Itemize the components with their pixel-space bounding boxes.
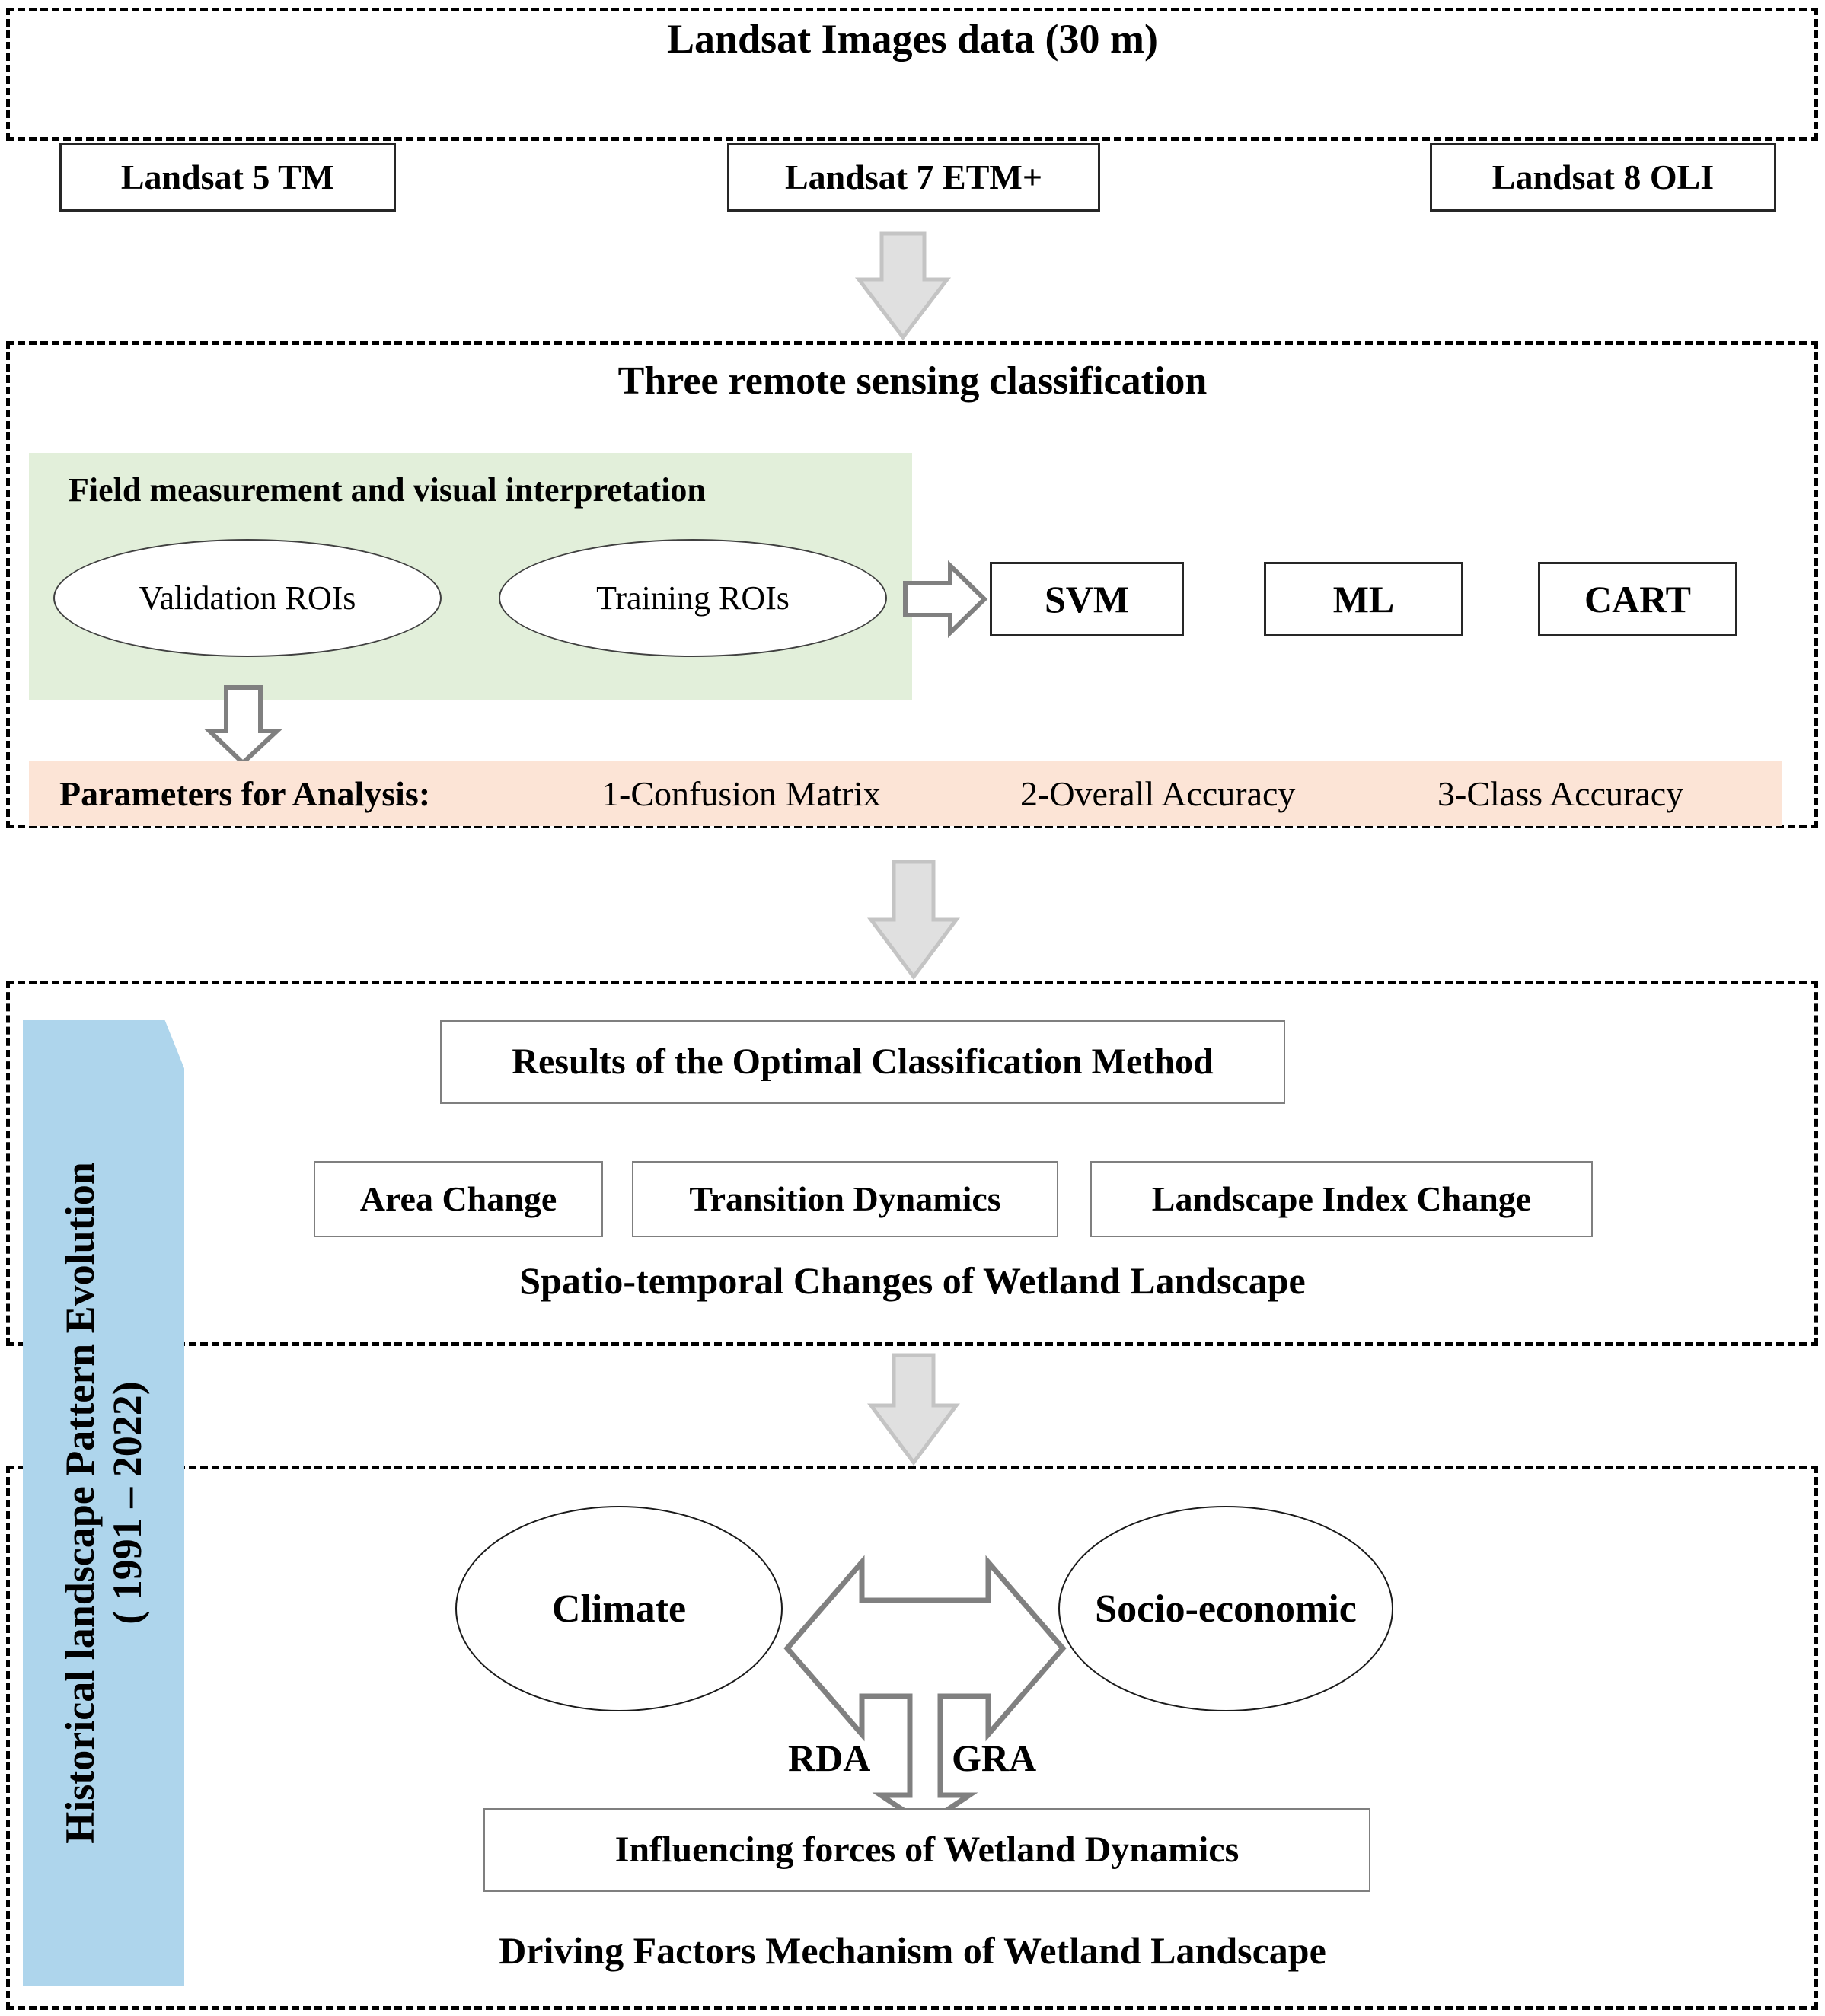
parameters-panel [29, 761, 1782, 826]
classifier-box-ml[interactable]: ML [1264, 562, 1463, 636]
flow-arrow-2 [867, 860, 960, 981]
outcome-label: Influencing forces of Wetland Dynamics [614, 1829, 1240, 1870]
classifier-box-cart[interactable]: CART [1538, 562, 1737, 636]
side-banner-line2: ( 1991 – 2022) [104, 1381, 150, 1625]
classifier-box-svm[interactable]: SVM [990, 562, 1184, 636]
field-measurement-title: Field measurement and visual interpretat… [69, 471, 706, 509]
analysis-box-area-change[interactable]: Area Change [314, 1161, 603, 1237]
parameters-label: Parameters for Analysis: [59, 774, 431, 813]
side-banner-line1: Historical landscape Pattern Evolution [57, 1162, 103, 1844]
results-box[interactable]: Results of the Optimal Classification Me… [440, 1020, 1285, 1104]
driving-factors-footer: Driving Factors Mechanism of Wetland Lan… [499, 1929, 1326, 1972]
driver-ellipse-climate[interactable]: Climate [455, 1506, 783, 1711]
sensor-box-landsat5[interactable]: Landsat 5 TM [59, 143, 396, 212]
section-classification [6, 341, 1818, 828]
sensor-label: Landsat 8 OLI [1492, 157, 1715, 196]
analysis-label: Transition Dynamics [689, 1179, 1001, 1218]
roi-label: Training ROIs [596, 579, 790, 617]
roi-to-classifier-arrow [903, 560, 988, 639]
method-label-gra: GRA [952, 1737, 1037, 1779]
parameter-item-confusion-matrix: 1-Confusion Matrix [601, 774, 881, 813]
outcome-box-influencing-forces[interactable]: Influencing forces of Wetland Dynamics [483, 1808, 1370, 1892]
sensor-box-landsat8[interactable]: Landsat 8 OLI [1430, 143, 1776, 212]
analysis-label: Area Change [359, 1179, 557, 1218]
flow-arrow-3 [867, 1353, 960, 1466]
analysis-label: Landscape Index Change [1151, 1179, 1532, 1218]
driver-label: Climate [551, 1587, 687, 1631]
classifier-label: SVM [1044, 577, 1130, 620]
results-label: Results of the Optimal Classification Me… [512, 1041, 1214, 1082]
analysis-box-landscape-index-change[interactable]: Landscape Index Change [1090, 1161, 1593, 1237]
classifier-label: CART [1584, 577, 1691, 620]
spatio-temporal-footer: Spatio-temporal Changes of Wetland Lands… [519, 1259, 1306, 1302]
parameter-item-overall-accuracy: 2-Overall Accuracy [1020, 774, 1296, 813]
section-driving-factors [6, 1466, 1818, 2010]
flow-arrow-1 [854, 231, 952, 341]
sensor-box-landsat7[interactable]: Landsat 7 ETM+ [727, 143, 1100, 212]
section-spatio-temporal [6, 981, 1818, 1346]
sensor-label: Landsat 5 TM [120, 157, 335, 196]
bidirectional-driver-arrow [783, 1555, 1067, 1829]
data-source-title: Landsat Images data (30 m) [666, 16, 1159, 62]
side-banner-historical-landscape: Historical landscape Pattern Evolution (… [23, 1020, 184, 1986]
validation-rois-ellipse[interactable]: Validation ROIs [53, 539, 442, 657]
method-label-rda: RDA [788, 1737, 871, 1779]
section-data-source [6, 8, 1818, 141]
roi-label: Validation ROIs [139, 579, 356, 617]
sensor-label: Landsat 7 ETM+ [784, 157, 1043, 196]
parameter-item-class-accuracy: 3-Class Accuracy [1437, 774, 1684, 813]
analysis-box-transition-dynamics[interactable]: Transition Dynamics [632, 1161, 1058, 1237]
classifier-label: ML [1332, 577, 1395, 620]
side-banner-text: Historical landscape Pattern Evolution (… [56, 1020, 151, 1986]
driver-label: Socio-economic [1095, 1587, 1357, 1631]
validation-to-parameters-arrow [203, 685, 283, 767]
training-rois-ellipse[interactable]: Training ROIs [499, 539, 887, 657]
classification-title: Three remote sensing classification [617, 359, 1208, 403]
driver-ellipse-socio-economic[interactable]: Socio-economic [1058, 1506, 1393, 1711]
